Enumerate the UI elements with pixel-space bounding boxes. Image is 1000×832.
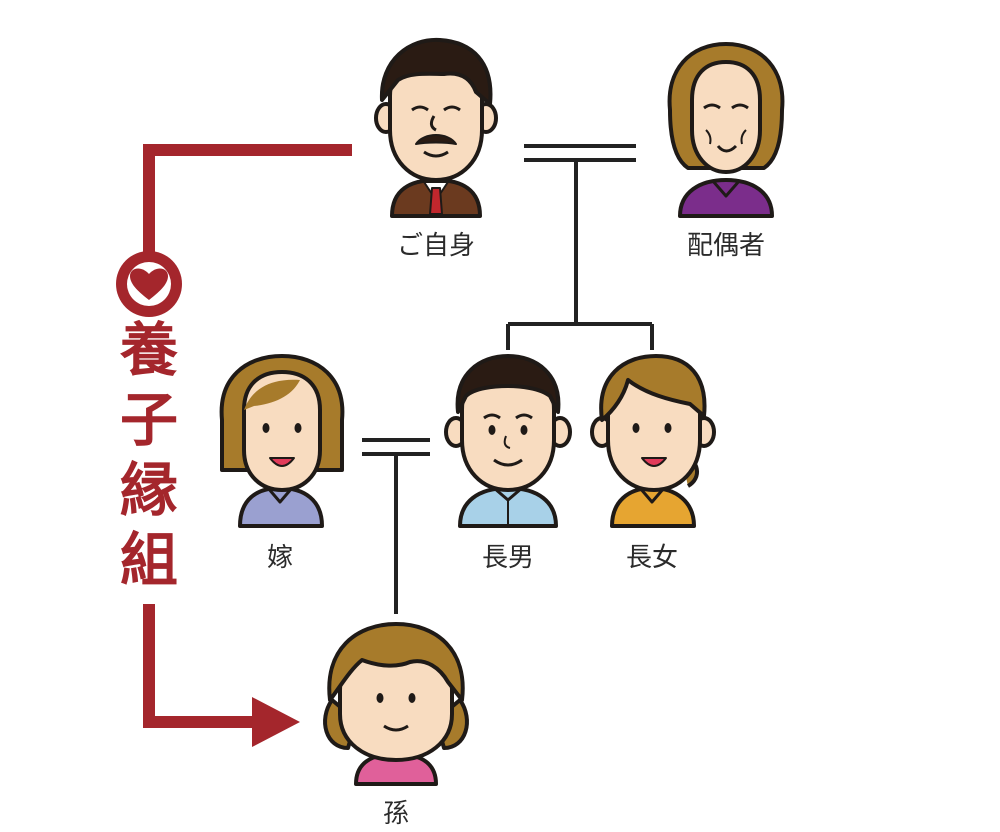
grandchild-figure-icon (323, 622, 469, 786)
arrow-head-icon (252, 697, 300, 747)
label-eldest-daughter: 長女 (626, 543, 678, 573)
adoption-char-1: 養 (119, 316, 178, 384)
adoption-line-top (143, 144, 352, 252)
family-lines (362, 144, 654, 614)
eldest-son-figure-icon (444, 354, 572, 528)
spouse-figure-icon (667, 42, 785, 218)
eldest-daughter-figure-icon (590, 354, 716, 528)
adoption-line-bottom (143, 604, 262, 728)
adoption-char-3: 縁 (120, 456, 178, 524)
label-daughter-in-law: 嫁 (267, 543, 293, 573)
self-figure-icon (374, 37, 498, 218)
adoption-char-2: 子 (120, 386, 178, 454)
label-spouse: 配偶者 (687, 231, 765, 261)
daughter-in-law-figure-icon (219, 354, 345, 528)
heart-icon (116, 251, 182, 317)
adoption-char-4: 組 (120, 526, 178, 594)
label-self: ご自身 (397, 231, 475, 261)
label-grandchild: 孫 (383, 799, 409, 829)
label-eldest-son: 長男 (482, 543, 534, 573)
adoption-arrow: 養 子 縁 組 (116, 144, 352, 747)
